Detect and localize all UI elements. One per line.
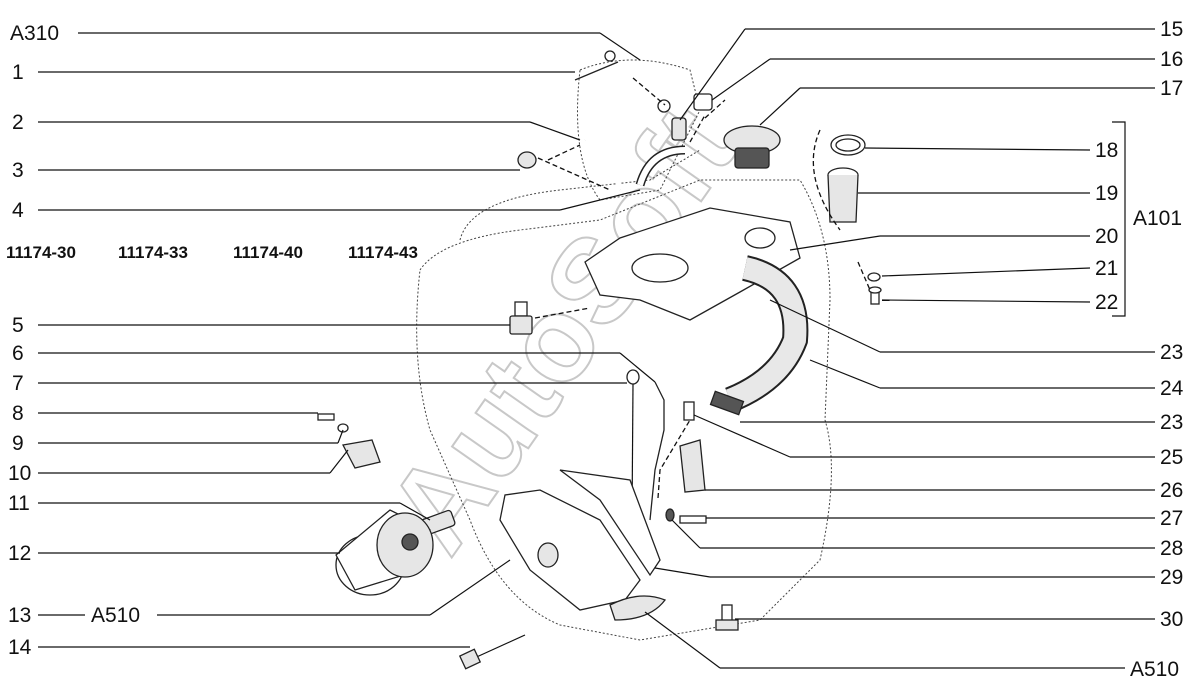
model-code: 11174-33 [118,243,188,262]
part-5-oil-pressure-sensor [509,301,533,335]
callout-number: 5 [12,314,24,337]
model-code: 11174-40 [233,243,303,262]
callout-number: 16 [1160,48,1183,71]
callouts-right: 15 16 17 18 19 20 21 22 23 24 23 25 26 2… [1095,18,1184,631]
model-codes: 11174-30 11174-33 11174-40 11174-43 [6,243,418,262]
callout-number: 25 [1160,446,1183,469]
group-label-a101: A101 [1133,207,1182,230]
group-label-a510-left: A510 [91,604,140,627]
callout-number: 9 [12,432,24,455]
leader-lines [38,28,1155,669]
part-21-washer [867,272,881,282]
callout-number: 2 [12,111,24,134]
callout-number: 3 [12,159,24,182]
part-oil-pickup [609,595,667,621]
callout-number: 21 [1095,257,1118,280]
group-label-a510-bottom: A510 [1130,658,1179,681]
part-12-oil-filter [335,509,434,596]
callout-number: 10 [8,462,31,485]
model-code: 11174-30 [6,243,76,262]
callout-number: 26 [1160,479,1183,502]
part-26-pipe [679,439,706,493]
callout-number: 30 [1160,608,1183,631]
part-25-bolt [683,401,695,421]
part-oil-pump-housing [499,469,661,611]
part-15-16-17-fittings [657,93,713,141]
part-30-bolt [715,604,739,631]
model-code: 11174-43 [348,243,418,262]
callout-number: 8 [12,402,24,425]
callout-number: 24 [1160,377,1184,400]
callout-number: 15 [1160,18,1183,41]
part-4-breather-hose-small [635,145,686,187]
part-6-dipstick-tube [649,381,665,521]
part-2-breather-hose [582,113,623,191]
callout-number: 12 [8,542,31,565]
callout-number: 6 [12,342,24,365]
callout-number: 18 [1095,139,1118,162]
callout-number: 27 [1160,507,1183,530]
group-labels: A310 A101 A510 A510 [10,22,1182,681]
callout-number: 11 [8,492,30,515]
part-27-bolt [679,515,707,524]
part-19-filler-neck [827,167,859,223]
callout-number: 1 [12,61,24,84]
part-22-bolt [868,286,882,305]
callout-number: 4 [12,199,24,222]
callout-number: 23 [1160,341,1183,364]
part-28-washer [665,508,675,522]
part-14-long-bolt [458,634,526,670]
callout-number: 22 [1095,291,1118,314]
callout-number: 29 [1160,566,1183,589]
part-1-breather-pin [574,50,619,81]
callout-number: 19 [1095,182,1118,205]
callout-number: 20 [1095,225,1118,248]
part-18-seal-ring [830,134,866,156]
part-10-sensor [342,439,381,469]
part-24-ventilation-hose [709,255,809,416]
callout-number: 28 [1160,537,1183,560]
group-label-a310: A310 [10,22,59,45]
callouts-left: 1 2 3 4 5 6 7 8 9 10 11 12 13 14 [8,61,32,659]
callout-number: 7 [12,372,24,395]
part-oil-filler-cap [723,125,781,169]
callout-number: 17 [1160,77,1183,100]
callout-number: 23 [1160,411,1183,434]
assembly-arrows [534,77,871,499]
part-3-hose-clamp [517,151,537,169]
part-8-bolt [317,413,335,421]
part-9-washer [337,423,349,433]
engine-block-outline [416,59,832,641]
callout-number: 14 [8,636,32,659]
callout-number: 13 [8,604,31,627]
